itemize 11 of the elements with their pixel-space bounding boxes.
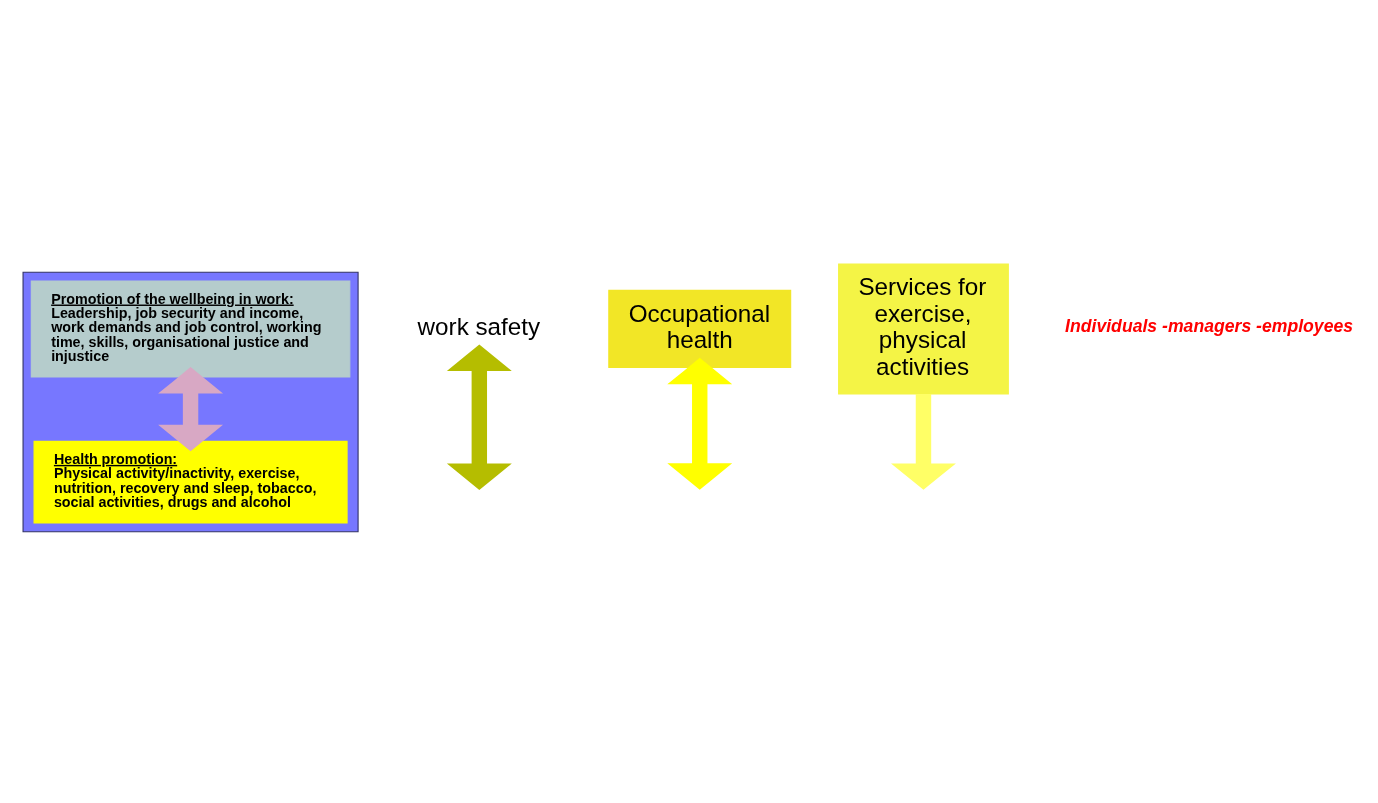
cluster <box>22 271 359 532</box>
node-box: Services for exercise, physical activities <box>838 262 1009 395</box>
arrow <box>891 393 956 490</box>
node-box: Promotion of the wellbeing in work: Leadership, job security and income, work demands and job control, working time, skills, organisational justice and injustice <box>30 280 351 377</box>
node-text: work safety <box>417 312 541 340</box>
node-box: Occupational health <box>608 289 792 368</box>
label: Individuals -managers -employees <box>1065 315 1354 336</box>
arrow <box>446 343 512 490</box>
node-box: Health promotion: Physical activity/inactivity, exercise, nutrition, recovery and sleep, tobacco, social activities, drugs and alcohol <box>33 440 348 523</box>
arrow <box>667 357 733 490</box>
arrow <box>158 366 224 451</box>
